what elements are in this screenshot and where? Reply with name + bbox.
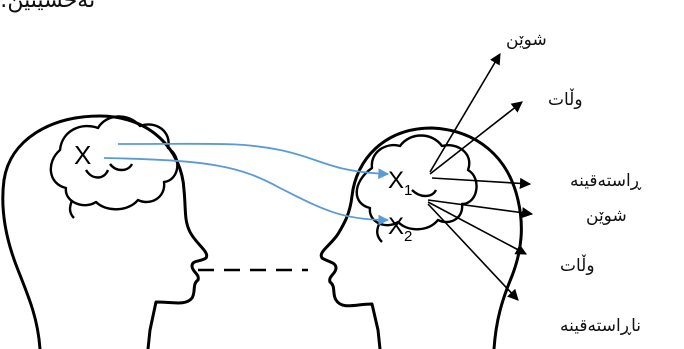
lower-label-2: وڵات — [560, 256, 595, 276]
left-head — [3, 116, 207, 349]
lower-label-1: شوێن — [586, 206, 627, 226]
connector-to-x2 — [104, 158, 388, 220]
right-head-x2: X2 — [388, 213, 412, 245]
top-caption: نەخشێنین: — [0, 0, 95, 13]
left-head-x: X — [74, 140, 91, 170]
connector-lines — [104, 144, 388, 220]
right-head — [321, 128, 521, 349]
upper-label-3: ڕاستەقینە — [570, 171, 641, 191]
lower-label-3: ناڕاستەقینە — [560, 316, 641, 336]
left-brain — [51, 116, 178, 218]
upper-label-1: شوێن — [506, 30, 547, 50]
right-head-x1: X1 — [388, 167, 412, 199]
x2-arrows — [428, 200, 532, 300]
x1-arrows — [430, 54, 530, 184]
connector-to-x1 — [118, 144, 388, 174]
upper-label-2: وڵات — [548, 90, 583, 110]
